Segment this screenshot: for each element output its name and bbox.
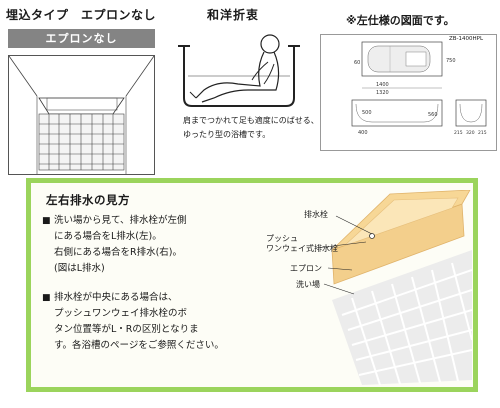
label-line: ワンウェイ式排水栓 (266, 244, 338, 253)
dim-label: 1400 (376, 82, 389, 88)
caption-line: 肩までつかれて足も適度にのばせる、 (183, 116, 319, 125)
label-line: プッシュ (266, 234, 298, 243)
para-line: 洗い場から見て、排水栓が左側 (54, 215, 187, 226)
dim-label: 215 (454, 130, 463, 136)
para-line: 右側にある場合をR排水(右)。 (54, 247, 183, 258)
tub-room-illustration (8, 55, 155, 175)
dim-label: 60 (354, 60, 360, 66)
label-drain-plug: 排水栓 (304, 210, 328, 219)
para-line: す。各浴槽のページをご参照ください。 (54, 340, 224, 351)
dim-label: 215 (478, 130, 487, 136)
label-push-oneway: プッシュ ワンウェイ式排水栓 (266, 234, 338, 254)
para-line: (図はL排水) (54, 263, 105, 274)
tech-drawing-lines: 1400 1320 750 60 500 400 560 215 320 215 (351, 41, 487, 136)
page-title: 埋込タイプ エプロンなし (6, 8, 157, 22)
para-line: 排水栓が中央にある場合は、 (54, 292, 178, 303)
drain-guide-title: 左右排水の見方 (46, 193, 130, 207)
bather-illustration (178, 34, 300, 107)
dim-label: 750 (446, 58, 456, 64)
para-line: タン位置等がL・Rの区別となりま (54, 324, 199, 335)
para-line: プッシュワンウェイ排水栓のボ (54, 308, 188, 319)
drain-plug-icon (369, 233, 375, 239)
bath-style-caption: 肩までつかれて足も適度にのばせる、 ゆったり型の浴槽です。 (183, 114, 319, 142)
dim-label: 400 (358, 130, 368, 136)
dim-label: 500 (362, 110, 372, 116)
type-badge: エプロンなし (8, 29, 155, 48)
drain-paragraph-2: ■排水栓が中央にある場合は、 プッシュワンウェイ排水栓のボ タン位置等がL・Rの… (42, 290, 224, 354)
label-wash-area: 洗い場 (296, 280, 320, 289)
caption-line: ゆったり型の浴槽です。 (183, 130, 271, 139)
dim-label: 320 (466, 130, 475, 136)
wash-area-tiles (332, 250, 472, 385)
drain-paragraph-1: ■洗い場から見て、排水栓が左側 にある場合をL排水(左)。 右側にある場合をR排… (42, 213, 187, 277)
dim-label: 560 (428, 112, 438, 118)
bullet-square-icon: ■ (42, 216, 51, 226)
model-number: ZB-1400HPL (449, 36, 484, 42)
bath-style-label: 和洋折衷 (207, 8, 260, 22)
dim-label: 1320 (376, 90, 389, 96)
bullet-square-icon: ■ (42, 293, 51, 303)
para-line: にある場合をL排水(左)。 (54, 231, 162, 242)
drain-diagram (315, 190, 472, 385)
label-apron: エプロン (290, 264, 322, 273)
drawing-note: ※左仕様の図面です。 (346, 14, 455, 27)
